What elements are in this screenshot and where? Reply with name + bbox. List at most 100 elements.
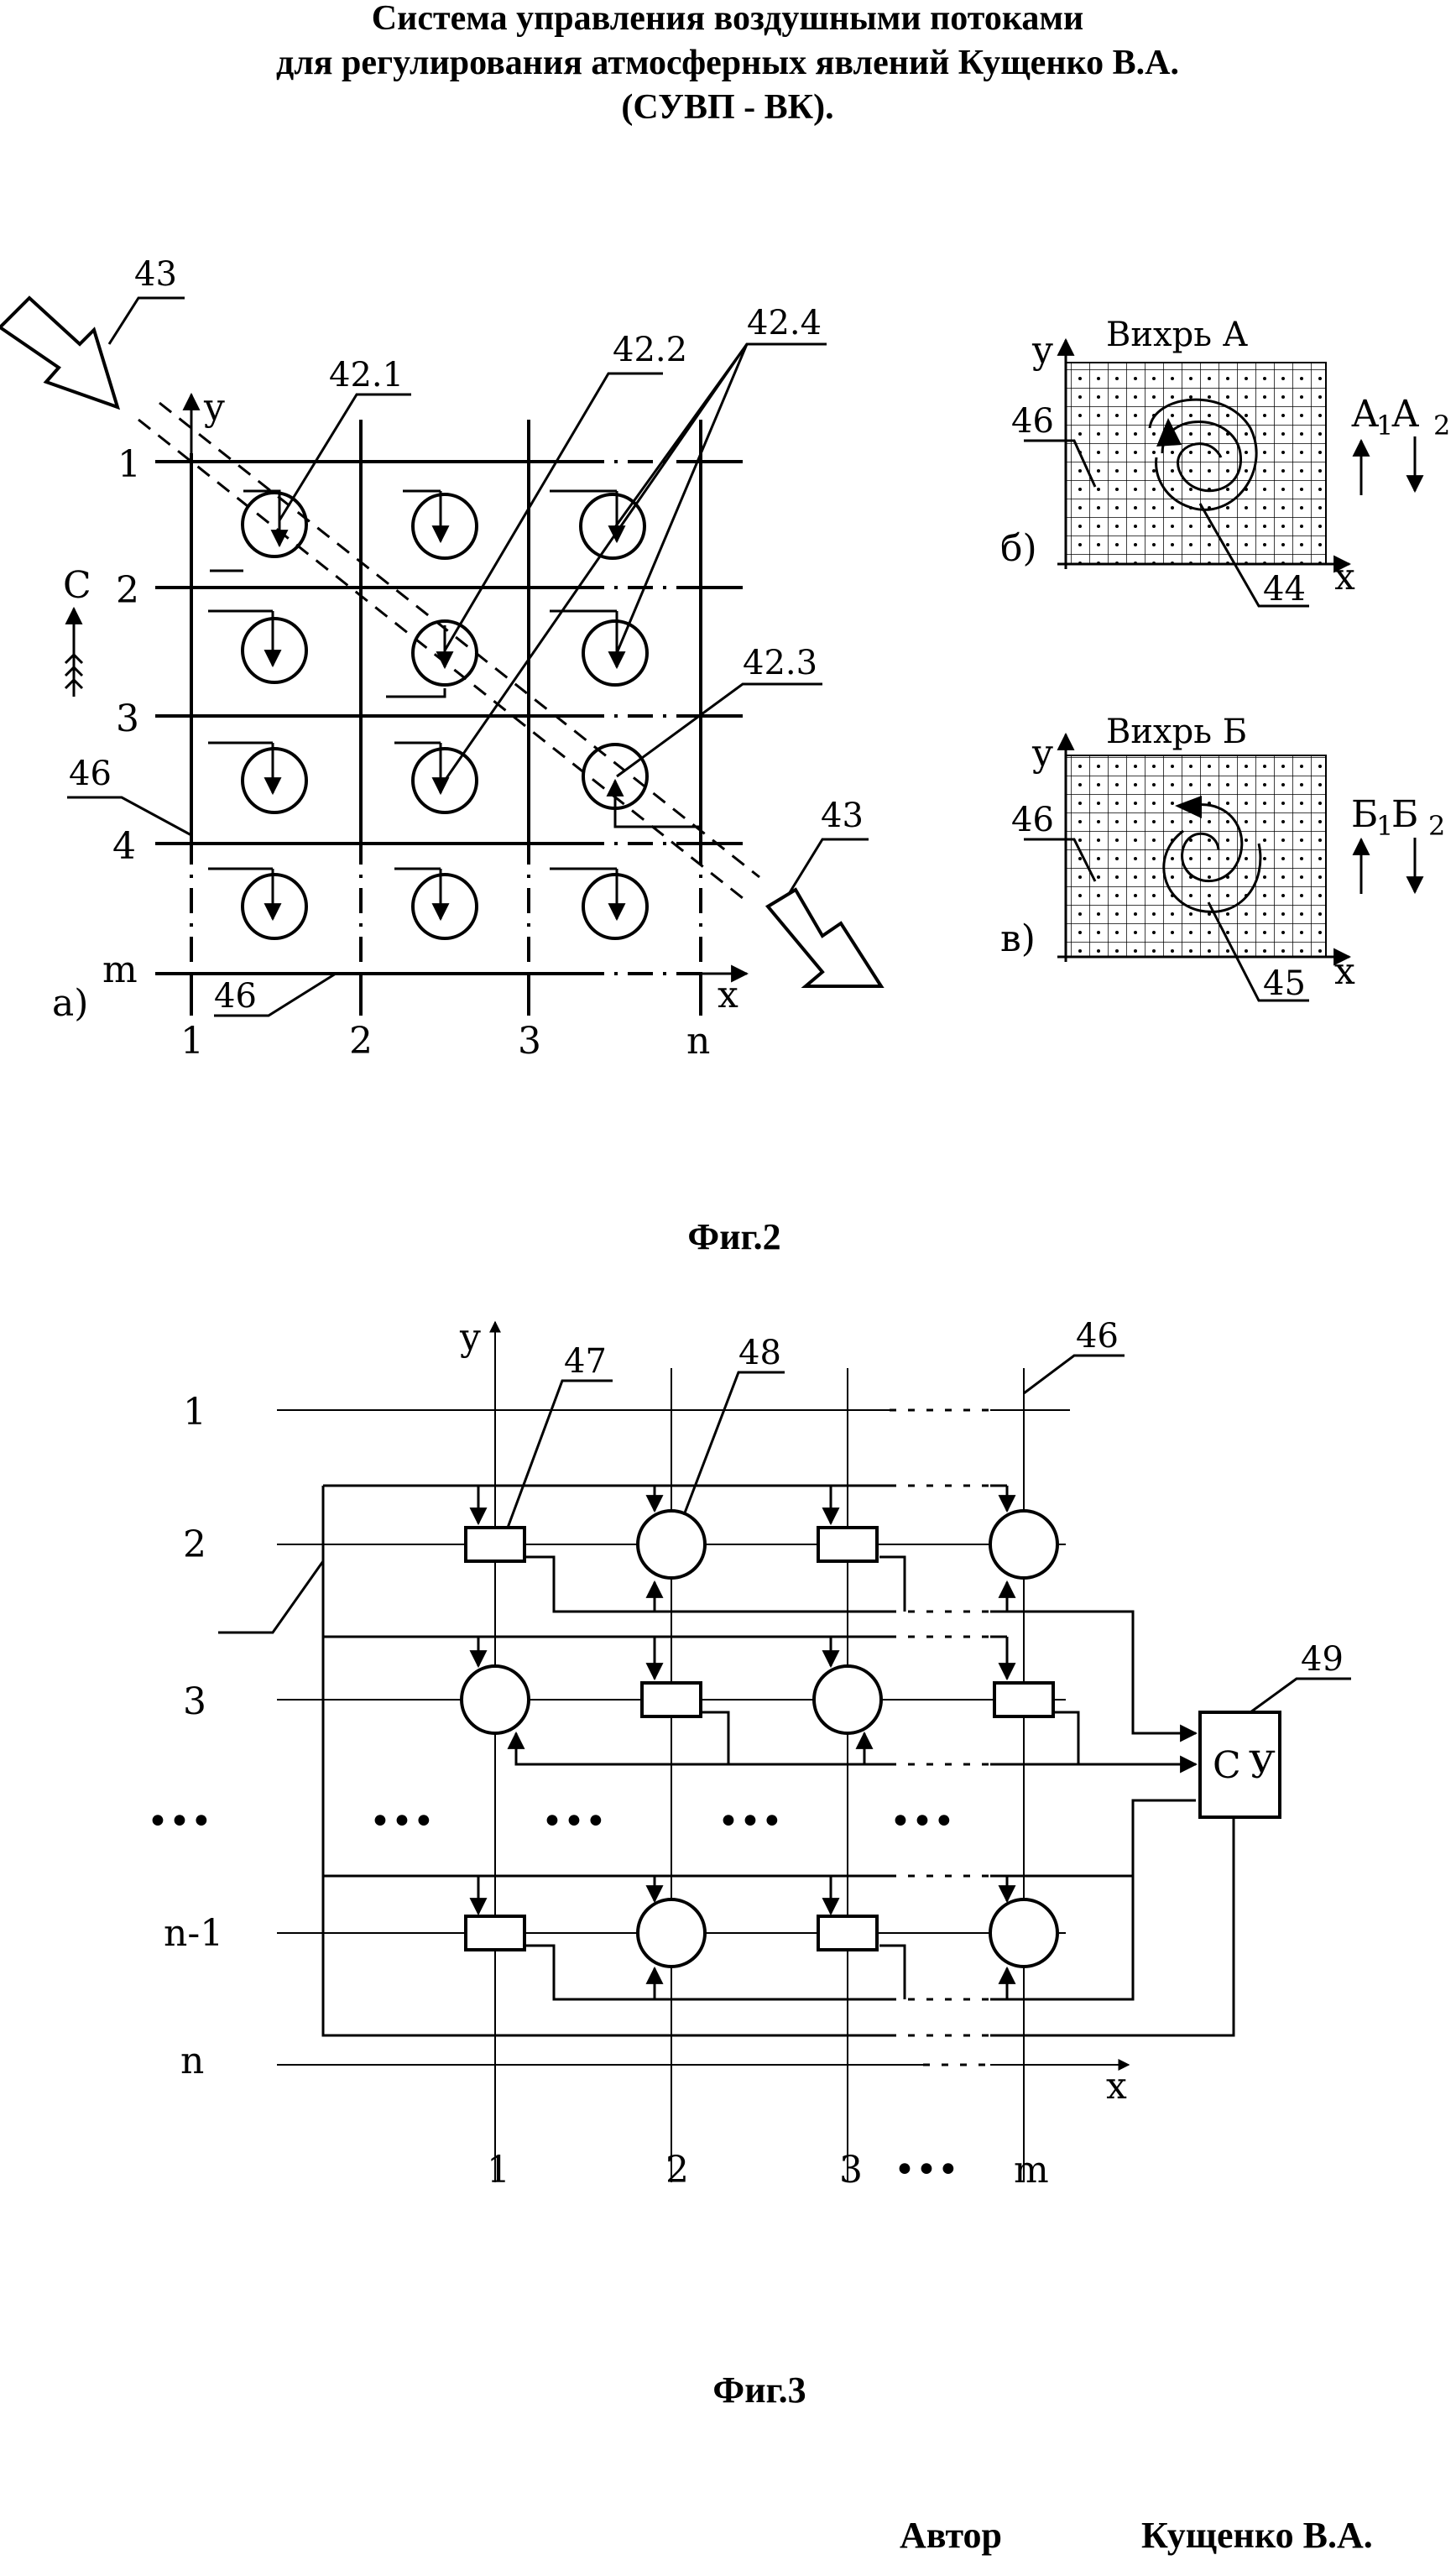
fig2-panel-c: y x Вихрь Б в) Б 1 Б 2 46 45 <box>1000 713 1445 1003</box>
author-label: Автор <box>900 2515 1002 2556</box>
leader-line <box>218 1560 325 1634</box>
fan-unit <box>550 489 646 560</box>
leader-line <box>1207 901 1309 1002</box>
panel-marker-a: а) <box>52 982 88 1025</box>
ref-46-bottom: 46 <box>214 977 257 1016</box>
fan-unit-circle <box>636 1898 707 1968</box>
row-label-1: 1 <box>117 443 141 486</box>
vortex-title: Вихрь Б <box>1106 713 1247 751</box>
row-label-m: m <box>102 948 138 991</box>
fan-unit <box>208 609 308 684</box>
ellipsis-row: ••• ••• ••• ••• ••• <box>147 1800 955 1843</box>
grid-columns <box>190 420 702 1016</box>
ref-44: 44 <box>1263 570 1306 609</box>
ref-42-3: 42.3 <box>743 644 817 682</box>
fan-unit <box>386 619 478 698</box>
ref-45: 45 <box>1263 964 1306 1003</box>
control-unit-label-u: У <box>1249 1744 1276 1787</box>
fan-unit-circle <box>989 1898 1059 1968</box>
ellipsis: ••• <box>541 1800 607 1843</box>
fan-unit <box>550 609 649 687</box>
valve-unit-box <box>817 1915 879 1951</box>
axis-label-y: y <box>1031 329 1053 372</box>
fan-unit <box>550 867 649 940</box>
leader-line <box>1023 1354 1125 1395</box>
wind-feathers-icon <box>64 652 84 690</box>
flow-corridor-edge <box>138 418 744 900</box>
col-label-m: m <box>1014 2149 1049 2192</box>
row-label-2: 2 <box>183 1523 206 1566</box>
control-bus <box>321 1484 1235 2037</box>
leader-line <box>1024 838 1097 882</box>
legend-a1: А <box>1351 393 1379 436</box>
vortex-spiral-icon <box>1181 803 1244 883</box>
ref-42-2: 42.2 <box>613 331 687 369</box>
ref-43-bottom: 43 <box>821 797 864 835</box>
valve-unit-box <box>993 1681 1055 1718</box>
fan-unit <box>394 867 478 940</box>
row-label-2: 2 <box>116 569 139 612</box>
fan-unit <box>210 489 308 572</box>
vortex-head-icon <box>1156 418 1182 447</box>
fig2-panel-a: y x 1 2 3 4 m 1 2 3 n а) <box>0 255 885 1063</box>
fan-unit-circle <box>460 1664 530 1735</box>
legend-a1-sub: 1 <box>1376 410 1393 441</box>
axis-label-y: y <box>203 386 225 429</box>
fan-unit <box>582 743 701 828</box>
legend-a2: А <box>1391 393 1419 436</box>
col-label-2: 2 <box>665 2149 689 2192</box>
valve-unit-box <box>464 1915 526 1951</box>
legend-b2-sub: 2 <box>1428 810 1445 842</box>
col-label-3: 3 <box>518 1020 541 1063</box>
title-line-2: для регулирования атмосферных явлений Ку… <box>276 44 1179 82</box>
fig3-caption: Фиг.3 <box>712 2369 806 2411</box>
flow-corridor-edge <box>159 401 760 879</box>
col-label-3: 3 <box>839 2149 863 2192</box>
airflow-grid <box>1065 362 1327 565</box>
ref-42-1: 42.1 <box>329 356 404 394</box>
panel-marker-c: в) <box>1000 917 1036 960</box>
author-name: Кущенко В.А. <box>1141 2515 1373 2556</box>
axis-label-x: x <box>1106 2065 1127 2108</box>
leader-line <box>1024 439 1097 488</box>
axis-label-x: x <box>718 974 738 1016</box>
row-label-3: 3 <box>183 1680 206 1723</box>
fig2-panel-b: y x Вихрь А б) А 1 А 2 46 44 <box>1000 316 1450 609</box>
ref-46: 46 <box>1011 402 1054 441</box>
col-label-1: 1 <box>487 2149 510 2192</box>
ref-47: 47 <box>564 1342 607 1381</box>
row-label-4: 4 <box>112 825 136 868</box>
fan-unit <box>208 741 308 814</box>
grid-rows <box>155 460 749 983</box>
axis-label-x: x <box>1334 950 1355 993</box>
control-unit-label-c: С <box>1213 1744 1241 1787</box>
title-line-3: (СУВП - ВК). <box>621 88 833 127</box>
leader-line <box>1250 1677 1351 1714</box>
leader-line <box>682 1371 785 1516</box>
row-label-n: n <box>180 2040 204 2082</box>
legend-b2: Б <box>1391 793 1418 836</box>
outgoing-flow-arrow-icon <box>765 887 885 988</box>
ellipsis: ••• <box>147 1800 212 1843</box>
vortex-spiral-icon <box>1161 421 1242 493</box>
col-label-1: 1 <box>180 1020 204 1063</box>
vortex-head-icon <box>1175 796 1202 818</box>
leader-line <box>506 1379 613 1528</box>
axis-label-y: y <box>1031 732 1053 775</box>
airflow-grid <box>1065 755 1327 958</box>
control-unit-box <box>1198 1711 1281 1819</box>
ref-46: 46 <box>1011 801 1054 839</box>
valve-unit-box <box>464 1526 526 1563</box>
ref-48: 48 <box>738 1334 781 1372</box>
panel-marker-b: б) <box>1000 527 1037 570</box>
fig3-control-diagram: y x 1 2 3 n-1 n 1 2 3 ••• m ••• ••• ••• … <box>147 1316 1351 2192</box>
ellipsis: ••• <box>718 1800 783 1843</box>
ref-43-top: 43 <box>134 255 177 294</box>
fan-unit-circle <box>989 1509 1059 1580</box>
fig2-caption: Фиг.2 <box>687 1216 780 1257</box>
valve-unit-box <box>817 1526 879 1563</box>
leader-lines <box>67 296 869 1017</box>
incoming-flow-arrow-icon <box>0 295 121 410</box>
axis-label-y: y <box>459 1316 481 1359</box>
sheet-title: Система управления воздушными потоками д… <box>276 0 1179 127</box>
